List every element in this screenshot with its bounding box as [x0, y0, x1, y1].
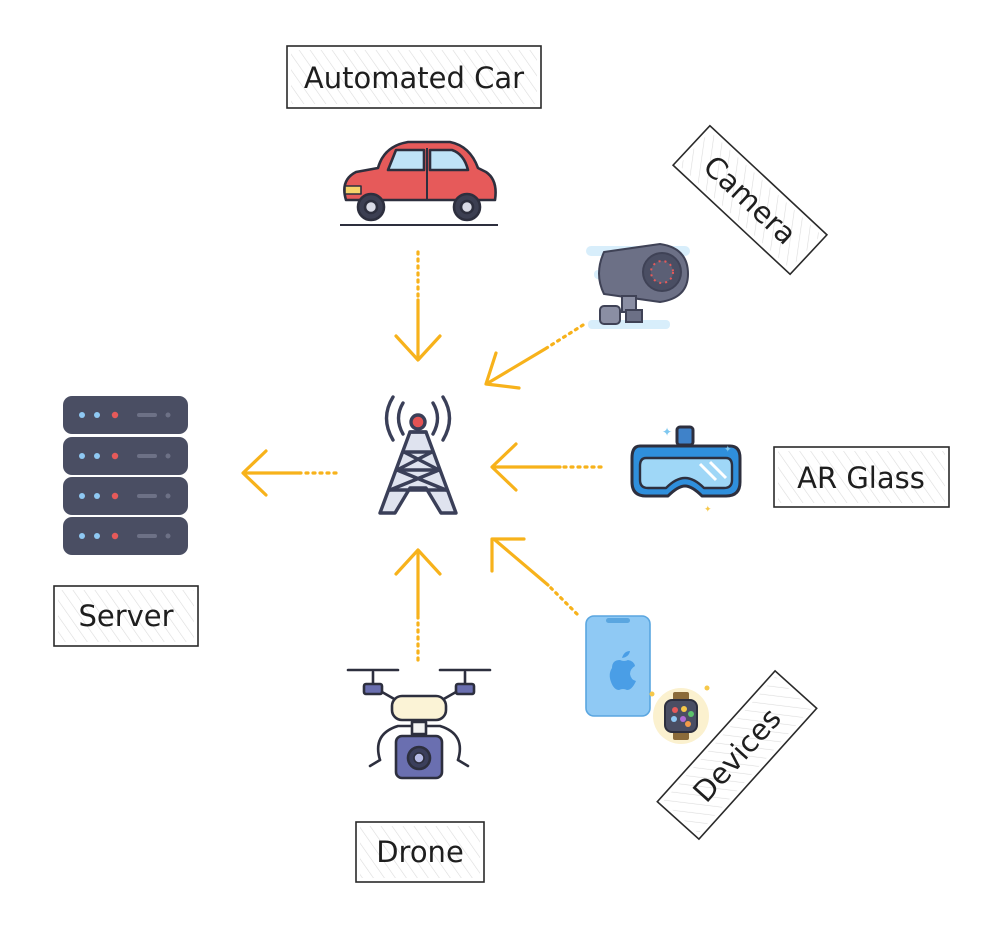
vr-headset-icon: ✦ ✦ ✦: [630, 425, 742, 515]
phone-and-watch-icon: [585, 615, 710, 744]
car-icon: [340, 140, 498, 226]
label-ar-glass-text: AR Glass: [797, 461, 925, 495]
cell-tower-icon: [378, 395, 458, 515]
svg-text:✦: ✦: [704, 505, 712, 515]
svg-text:✦: ✦: [662, 425, 672, 439]
arrow-tower-to-server: [241, 449, 338, 497]
svg-text:✦: ✦: [724, 445, 732, 455]
label-ar-glass: AR Glass: [773, 446, 950, 508]
arrow-drone-to-tower: [394, 548, 442, 662]
server-unit-1: [63, 396, 188, 434]
security-camera-icon: [586, 242, 690, 329]
label-drone-text: Drone: [376, 835, 464, 869]
label-server-text: Server: [78, 599, 173, 633]
server-unit-3: [63, 477, 188, 515]
server-unit-2: [63, 437, 188, 475]
label-server: Server: [53, 585, 199, 647]
server-rack-icon: [63, 396, 188, 555]
label-camera: Camera: [671, 124, 829, 276]
arrow-ar-to-tower: [490, 442, 603, 492]
arrow-camera-to-tower: [484, 323, 585, 390]
arrow-devices-to-tower: [490, 537, 579, 616]
arrow-car-to-tower: [394, 250, 442, 362]
label-drone: Drone: [355, 821, 485, 883]
label-automated-car: Automated Car: [286, 45, 542, 109]
label-automated-car-text: Automated Car: [304, 61, 524, 95]
server-unit-4: [63, 517, 188, 555]
drone-icon: [346, 668, 492, 780]
